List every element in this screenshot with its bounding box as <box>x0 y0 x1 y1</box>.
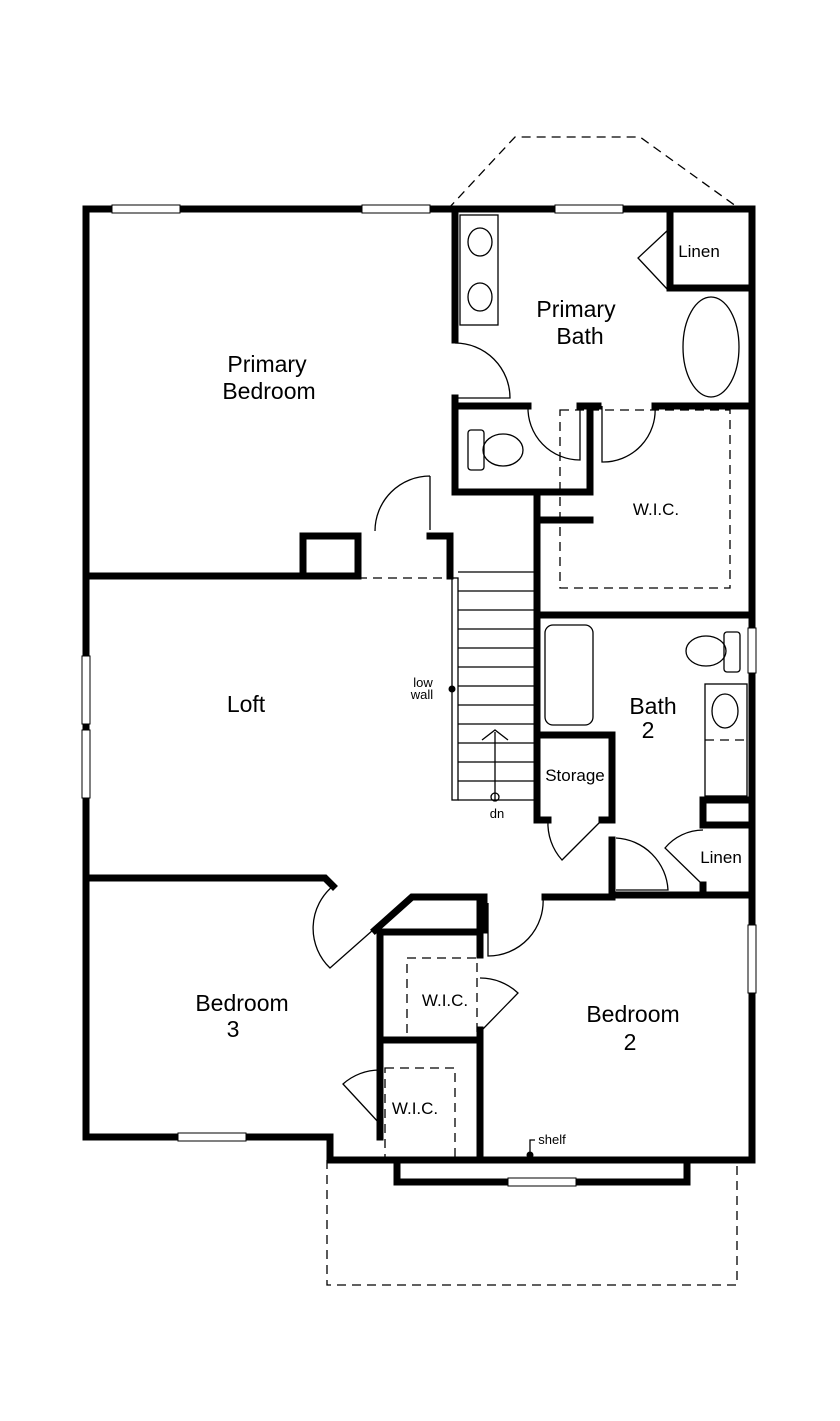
room-label-primary-bedroom: Primary <box>227 351 307 377</box>
low-wall-marker <box>448 685 456 693</box>
stairs-direction-label: dn <box>490 806 504 821</box>
low-wall-label: low <box>413 675 433 690</box>
sink-icon <box>467 227 493 257</box>
porch-outline <box>326 1160 738 1286</box>
windows <box>81 204 757 1187</box>
sink-icon <box>711 693 739 729</box>
room-label-loft: Loft <box>227 691 266 717</box>
room-label-storage: Storage <box>545 766 605 785</box>
toilet-icon <box>482 433 524 467</box>
toilet-tank-icon <box>467 429 485 471</box>
fixtures <box>384 214 748 1159</box>
room-label-linen: Linen <box>678 242 720 261</box>
toilet-icon <box>685 635 727 667</box>
room-label-bedroom-2: Bedroom <box>586 1001 679 1027</box>
bay-window-outline <box>447 136 741 210</box>
room-label-wic-b: W.I.C. <box>392 1099 438 1118</box>
room-label-primary-bath: Primary <box>536 296 616 322</box>
room-label-wic-a: W.I.C. <box>422 991 468 1010</box>
stairs <box>358 571 534 802</box>
room-label-wic: W.I.C. <box>633 500 679 519</box>
shelf-label: shelf <box>538 1132 566 1147</box>
room-label-bedroom-3: Bedroom <box>195 990 288 1016</box>
bathtub-icon <box>682 296 740 398</box>
room-label-linen-2: Linen <box>700 848 742 867</box>
doors <box>312 229 704 1125</box>
walls <box>82 205 756 1186</box>
sink-icon <box>467 282 493 312</box>
room-label-bath-2: Bath <box>629 693 676 719</box>
bathtub-icon <box>544 624 594 726</box>
